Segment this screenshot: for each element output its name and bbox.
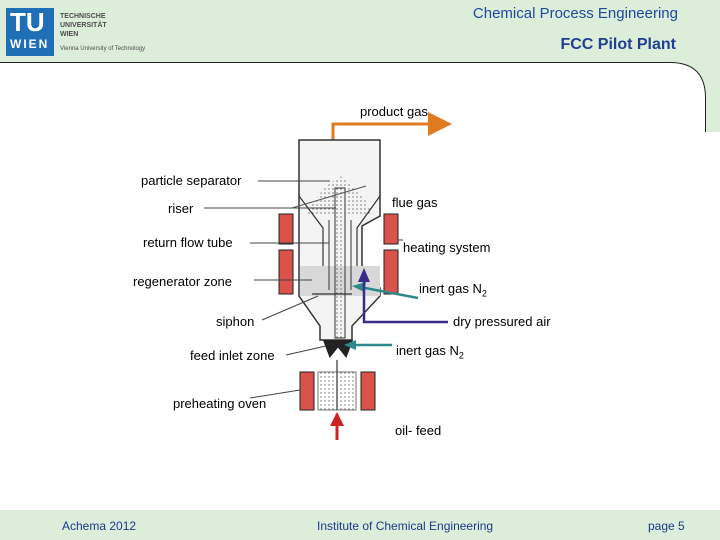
tu-wien-logo: TU WIEN TECHNISCHE UNIVERSITÄT WIEN Vien…: [6, 8, 176, 56]
label-dry-pressured-air: dry pressured air: [453, 314, 551, 329]
oven-block: [360, 371, 376, 411]
label-regenerator-zone: regenerator zone: [133, 274, 233, 289]
inert-gas-top-arrow: [359, 285, 419, 300]
header-band: [0, 0, 720, 62]
air-arrow-head: [358, 268, 370, 282]
inert-gas-top-head: [352, 282, 366, 292]
label-preheating-oven: preheating oven: [173, 396, 267, 411]
heater-block: [278, 213, 294, 245]
footer-page-number: page 5: [648, 519, 685, 533]
product-gas-arrow: [331, 112, 452, 140]
label-inert-gas-bottom: inert gas N2: [396, 343, 464, 361]
heater-block: [383, 249, 399, 295]
label-inert-gas-top: inert gas N2: [419, 281, 487, 299]
footer-band: [0, 510, 720, 540]
riser-tube: [334, 187, 346, 339]
logo-line: TECHNISCHE: [60, 13, 106, 20]
logo-mark-bottom: WIEN: [10, 37, 50, 51]
inert-gas-bottom-head: [344, 340, 356, 350]
label-inert-gas-bottom-sub: 2: [458, 350, 464, 361]
label-feed-inlet-zone: feed inlet zone: [190, 348, 275, 363]
footer-event: Achema 2012: [62, 519, 137, 533]
oven-block: [299, 371, 315, 411]
label-product-gas: product gas: [360, 104, 428, 119]
course-name: Chemical Process Engineering: [472, 5, 678, 22]
footer-institute: Institute of Chemical Engineering: [317, 519, 494, 533]
label-oil-feed: oil- feed: [395, 423, 442, 438]
air-arrow: [362, 276, 448, 324]
header-curve: [0, 62, 720, 132]
heater-block: [383, 213, 399, 245]
leader-siphon: [261, 295, 319, 321]
label-riser: riser: [168, 201, 194, 216]
oil-feed-arrowhead: [330, 412, 344, 426]
logo-subtitle: Vienna University of Technology: [60, 46, 146, 52]
label-inert-gas-top-sub: 2: [481, 288, 487, 299]
flue-gas-line: [291, 185, 367, 209]
logo-text: TECHNISCHE UNIVERSITÄT WIEN: [60, 12, 107, 39]
label-return-flow-tube: return flow tube: [143, 235, 233, 250]
label-inert-gas-top-text: inert gas N: [419, 281, 482, 296]
logo-line: UNIVERSITÄT: [60, 22, 107, 29]
label-heating-system: heating system: [403, 240, 491, 255]
label-particle-separator: particle separator: [141, 173, 242, 188]
logo-line: WIEN: [60, 31, 79, 38]
heater-block: [278, 249, 294, 295]
leader-feed-inlet: [285, 345, 327, 356]
page-title: FCC Pilot Plant: [560, 36, 676, 53]
label-flue-gas: flue gas: [392, 195, 438, 210]
label-siphon: siphon: [216, 314, 255, 329]
logo-mark: TU WIEN: [6, 8, 54, 56]
feed-inlet-zone: [323, 339, 353, 358]
logo-mark-top: TU: [10, 7, 45, 37]
leader-preheating: [249, 389, 301, 399]
label-inert-gas-bottom-text: inert gas N: [396, 343, 459, 358]
